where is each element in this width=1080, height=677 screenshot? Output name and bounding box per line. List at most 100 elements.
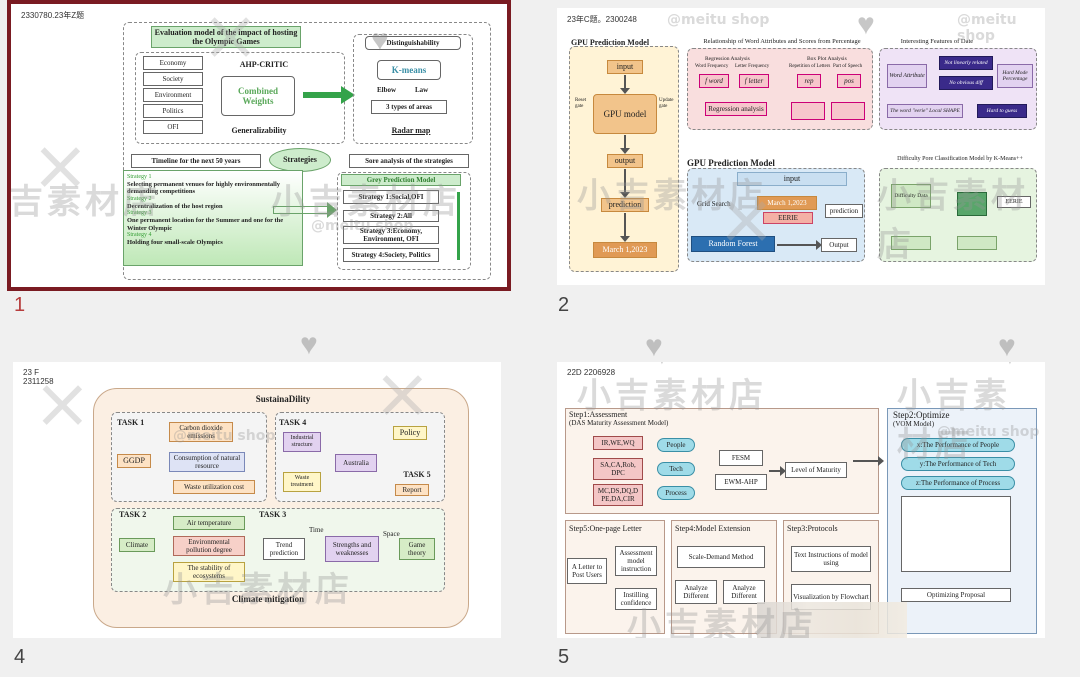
step3-label: Step3:Protocols: [787, 524, 838, 533]
arrow: [620, 75, 630, 94]
arrow: [620, 135, 630, 154]
gpu-panel-title: GPU Prediction Model: [571, 38, 650, 47]
eerie-note-box: The word "eerie" Local SHAPE: [887, 104, 963, 118]
kmeans-box: K-means: [377, 60, 441, 80]
difficulty-title: Difficulty Pore Classification Model by …: [897, 156, 1023, 162]
strategy-4-text: Holding four small-scale Olympics: [127, 238, 223, 246]
gpu-prediction-title: GPU Prediction Model: [687, 158, 775, 168]
elbow-label: Elbow: [377, 86, 397, 94]
layer-stack: [957, 192, 987, 216]
task2-label: TASK 2: [119, 510, 147, 519]
grey-prediction-model: Grey Prediction Model: [341, 174, 461, 186]
slide-number-4: 4: [14, 646, 26, 668]
fesm-box: FESM: [719, 450, 763, 466]
big-green-arrow-head: [341, 86, 355, 104]
t1-item-2: Consumption of natural resource: [169, 452, 245, 472]
reset-gate-label: Reset gate: [575, 98, 587, 109]
arrow: [620, 213, 630, 242]
slide-thumbnail-4[interactable]: 23 F 2311258 SustainaDility TASK 1 GGDP …: [13, 362, 501, 638]
sustainability-title: SustainaDility: [255, 394, 311, 404]
hollow-arrow: [273, 206, 329, 214]
strategy-2-text: Decentralization of the host region: [127, 202, 223, 210]
watermark-text: @meitu shop: [667, 12, 770, 28]
gpu-prediction: prediction: [601, 198, 649, 212]
grid-search-label: Grid Search: [697, 200, 731, 208]
factor-society: Society: [143, 72, 203, 86]
strengths-box: Strengths and weaknesses: [325, 536, 379, 562]
arrow: [769, 466, 786, 476]
method-label: AHP-CRITIC: [239, 60, 289, 69]
task1-label: TASK 1: [117, 418, 145, 427]
small-green-box: [957, 236, 997, 250]
slide-number-1: 1: [14, 294, 26, 316]
interesting-title: Interesting Features of Date: [900, 38, 974, 45]
watermark-heart-icon: ♥: [857, 8, 875, 41]
climate-box: Climate: [119, 538, 155, 552]
t1-item-3: Waste utilization cost: [173, 480, 255, 494]
big-green-arrow: [303, 92, 343, 98]
timeline-title: Timeline for the next 50 years: [131, 154, 261, 168]
slide-tag: 2330780.23年Z题: [21, 11, 85, 20]
pred-input: input: [737, 172, 847, 186]
hard-to-guess-box: Hard to guess: [977, 104, 1027, 118]
time-label: Time: [309, 526, 324, 534]
slide-number-2: 2: [558, 294, 570, 316]
industrial-box: Industrial structure: [283, 432, 321, 452]
outer-frame: [123, 22, 491, 280]
watermark-heart-icon: ♥: [653, 362, 671, 372]
slide-tag: 23年C题。2300248: [567, 15, 637, 24]
assess-box: Assessment model instruction: [615, 546, 657, 576]
t1-item-1: Carbon dioxide emissions: [169, 422, 233, 442]
people-pill: People: [657, 438, 695, 452]
arrow: [620, 169, 630, 198]
strategy-list-panel: Strategy 1 Selecting permanent venues fo…: [123, 170, 303, 266]
watermark-heart-icon: ♥: [300, 328, 318, 361]
t2-item-1: Air temperature: [173, 516, 245, 530]
sa-box: SA,CA,Rob, DPC: [593, 458, 643, 480]
hard-mode-box: Hard Mode Percentage: [997, 64, 1033, 88]
sore-panel: [337, 172, 471, 270]
factor-economy: Economy: [143, 56, 203, 70]
perf-process-pill: z:The Performance of Process: [901, 476, 1015, 490]
analyze-box-2: Analyze Different: [723, 580, 765, 604]
word-attribute-box: Word Attribute: [887, 64, 927, 88]
instill-box: Instilling confidence: [615, 588, 657, 610]
regression-analysis-box: Regression analysis: [705, 102, 767, 116]
optimizing-box: Optimizing Proposal: [901, 588, 1011, 602]
slide-thumbnail-1[interactable]: 2330780.23年Z题 Evaluation model of the im…: [7, 0, 511, 291]
australia-box: Australia: [335, 454, 377, 472]
watermark-heart-icon: ♥: [1001, 362, 1019, 372]
regression-label: Regression Analysis: [705, 56, 750, 62]
ewm-box: EWM-AHP: [715, 474, 767, 490]
eerie-result-box: EERIE: [997, 196, 1031, 208]
letter-frequency-label: Letter Frequency: [735, 64, 770, 69]
sore-strategy-1: Strategy 1:Social,OFI: [343, 190, 439, 204]
space-label: Space: [383, 530, 400, 538]
task5-label: TASK 5: [403, 470, 431, 479]
slide-thumbnail-5[interactable]: 22D 2206928 Step1:Assessment (DAS Maturi…: [557, 362, 1045, 638]
pred-output: Output: [821, 238, 857, 252]
color-swatch-strip: [757, 602, 907, 638]
word-frequency-label: Word Frequency: [695, 64, 729, 69]
sore-strategy-4: Strategy 4:Society, Politics: [343, 248, 439, 262]
f-letter-box: f letter: [739, 74, 769, 88]
eerie-box: EERIE: [763, 212, 813, 224]
step1-sub-label: (DAS Maturity Assessment Model): [569, 419, 669, 427]
small-box: [831, 102, 865, 120]
scale-box: Scale-Demand Method: [677, 546, 765, 568]
combined-weights: Combined Weights: [221, 76, 295, 116]
box-plot-label: Box Plot Analysis: [807, 56, 847, 62]
law-label: Law: [415, 86, 429, 94]
gpu-output: output: [607, 154, 643, 168]
slide-thumbnail-2[interactable]: 23年C题。2300248 GPU Prediction Model input…: [557, 8, 1045, 285]
step5-label: Step5:One-page Letter: [569, 524, 642, 533]
factor-ofi: OFI: [143, 120, 203, 134]
gpu-input: input: [607, 60, 643, 74]
small-box: [791, 102, 825, 120]
random-forest: Random Forest: [691, 236, 775, 252]
process-pill: Process: [657, 486, 695, 500]
evaluation-title: Evaluation model of the impact of hostin…: [151, 26, 301, 48]
task3-label: TASK 3: [259, 510, 287, 519]
strategy-3-head: Strategy 3: [127, 210, 152, 217]
f-word-box: f word: [699, 74, 729, 88]
